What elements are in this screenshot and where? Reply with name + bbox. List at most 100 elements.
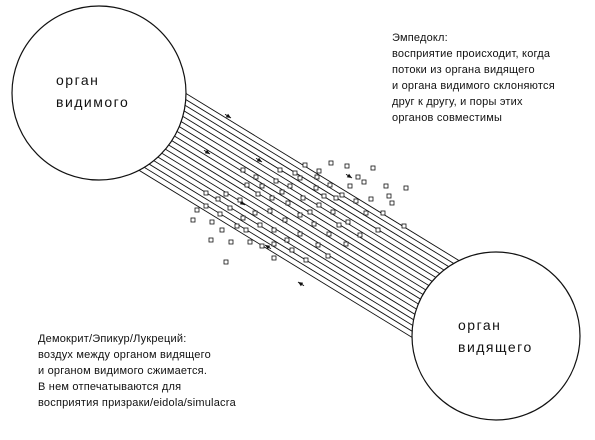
stream-arrow [297, 281, 305, 287]
air-particle [284, 237, 290, 243]
air-particle [326, 231, 332, 237]
air-particle [339, 192, 345, 198]
empedocles-note-line: органов совместимы [392, 112, 503, 124]
air-particle [247, 239, 253, 245]
air-particle [347, 183, 353, 189]
stream-arrow [203, 149, 211, 155]
air-particle [315, 242, 321, 248]
air-particle [292, 170, 298, 176]
empedocles-note: Эмпедокл: восприятие происходит, когда п… [392, 30, 555, 126]
air-particle [380, 210, 386, 216]
seen-organ-label-line2: видимого [56, 94, 129, 110]
empedocles-note-line: Эмпедокл: [392, 32, 448, 44]
air-particle [228, 239, 234, 245]
air-particle [321, 193, 327, 199]
air-particle [285, 200, 291, 206]
stream-arrow [224, 113, 232, 119]
stream-arrows [203, 113, 353, 287]
air-particle [271, 241, 277, 247]
air-particle [223, 259, 229, 265]
seeing-organ-label-line2: видящего [458, 339, 533, 355]
air-particle [277, 167, 283, 173]
air-particle [333, 195, 339, 201]
air-particle [271, 227, 277, 233]
democritus-note: Демокрит/Эпикур/Лукреций: воздух между о… [38, 331, 236, 411]
air-particle [223, 191, 229, 197]
air-particle [257, 222, 263, 228]
air-particle [368, 196, 374, 202]
air-particle [208, 237, 214, 243]
air-particle [300, 195, 306, 201]
seen-organ-circle [11, 5, 187, 181]
air-particle [297, 212, 303, 218]
air-particle [307, 209, 313, 215]
empedocles-note-line: потоки из органа видящего [392, 64, 535, 76]
air-particle [389, 200, 395, 206]
air-particle [363, 210, 369, 216]
air-particle [227, 205, 233, 211]
air-particle [313, 185, 319, 191]
air-particle [375, 227, 381, 233]
air-particle [252, 210, 258, 216]
seeing-organ-label-line1: орган [458, 317, 501, 333]
air-particle [289, 247, 295, 253]
stream-arrow [255, 157, 263, 163]
air-particle [370, 165, 376, 171]
air-particle [240, 167, 246, 173]
air-particle [234, 223, 240, 229]
air-particle [345, 219, 351, 225]
democritus-note-line: Демокрит/Эпикур/Лукреций: [38, 333, 187, 345]
air-particle [273, 178, 279, 184]
air-particle [297, 231, 303, 237]
air-particle [297, 175, 303, 181]
air-particle [327, 182, 333, 188]
air-particle [386, 193, 392, 199]
air-particle [279, 189, 285, 195]
air-particle [267, 208, 273, 214]
air-particle [203, 190, 209, 196]
air-particle [219, 227, 225, 233]
air-particle [253, 174, 259, 180]
air-particle [328, 160, 334, 166]
air-particle [194, 207, 200, 213]
air-particle [314, 174, 320, 180]
stream-arrow [264, 244, 272, 250]
air-particle [325, 253, 331, 259]
air-particle [343, 241, 349, 247]
air-particle [403, 185, 409, 191]
air-particle [383, 183, 389, 189]
air-particle [271, 255, 277, 261]
air-particle [336, 222, 342, 228]
air-particle [190, 217, 196, 223]
air-particle [330, 209, 336, 215]
air-particle [209, 219, 215, 225]
air-particle [282, 217, 288, 223]
air-particle [353, 198, 359, 204]
air-particle [243, 227, 249, 233]
air-particle [259, 243, 265, 249]
air-particle [311, 221, 317, 227]
air-particle [255, 191, 261, 197]
air-particle [316, 168, 322, 174]
air-particle [240, 215, 246, 221]
air-particle [237, 197, 243, 203]
air-particle [401, 223, 407, 229]
air-particle [203, 203, 209, 209]
air-particle [244, 182, 250, 188]
air-particle [259, 183, 265, 189]
air-particle [316, 202, 322, 208]
air-particle [287, 183, 293, 189]
empedocles-note-line: и органа видимого склоняются [392, 80, 555, 92]
air-particle [217, 211, 223, 217]
air-particle [357, 232, 363, 238]
air-particle [361, 179, 367, 185]
air-particle [303, 257, 309, 263]
democritus-note-line: восприятия призраки/eidola/simulacra [38, 397, 236, 409]
empedocles-note-line: друг к другу, и поры этих [392, 96, 523, 108]
democritus-note-line: В нем отпечатываются для [38, 381, 182, 393]
seen-organ-label-line1: орган [56, 72, 99, 88]
air-particle [269, 195, 275, 201]
democritus-note-line: воздух между органом видящего [38, 349, 211, 361]
empedocles-note-line: восприятие происходит, когда [392, 48, 551, 60]
